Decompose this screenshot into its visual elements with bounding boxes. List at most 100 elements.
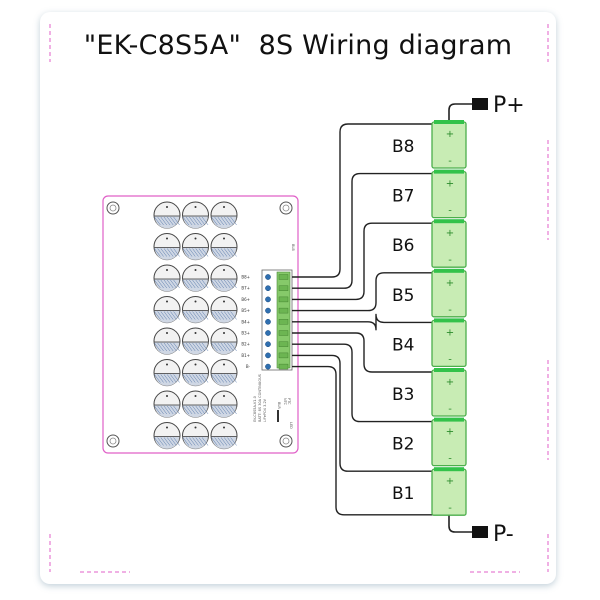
mosfet-hatch [173,248,180,257]
board-mark-blb: BLB [291,244,295,251]
mosfet-hatch [214,437,221,446]
mosfet-hatch [182,216,190,226]
mosfet-hatch [195,342,202,352]
mosfet-hatch [189,311,196,320]
mosfet-hatch [217,279,225,289]
mosfet-hatch [230,374,237,383]
mosfet-hatch [198,311,206,320]
cell-terminal-strip [434,219,464,224]
mosfet-hatch [220,216,228,226]
mosfet-hatch [227,342,234,352]
mosfet-shade [182,278,209,292]
mosfet-hatch [220,248,228,257]
mosfet-dot [166,206,168,208]
mosfet-hatch [211,342,218,352]
mosfet-hatch [154,437,161,446]
mosfet-hatch [195,405,202,415]
mosfet-hatch [211,216,218,226]
cell-plus: + [446,327,454,338]
mosfet-hatch [230,437,237,446]
mosfet-hatch [223,311,231,320]
mosfet-hatch [230,311,237,320]
mosfet-hatch [163,342,171,352]
mount-hole [279,201,293,215]
pin-pad [265,330,271,336]
cell-label-b3: B3 [392,385,414,405]
mosfet-hatch [166,437,174,446]
mosfet-hatch [192,437,199,446]
mosfet-hatch [223,279,231,289]
mosfet-hatch [214,342,221,352]
mosfet-hatch [163,279,171,289]
cell-label-b5: B5 [392,286,414,306]
mosfet-hatch [230,248,237,257]
mosfet-hatch [160,374,168,383]
mosfet-hatch [160,405,168,415]
mosfet-hatch [192,342,199,352]
mosfet-shade [182,341,209,355]
cell-terminal-strip [434,318,464,323]
pin-label: B4+ [241,319,250,324]
cell-terminal-strip [434,467,464,472]
mosfet-hatch [173,437,180,446]
mosfet-dot [223,206,225,208]
cell-minus: - [448,454,452,465]
mosfet-dot [223,332,225,334]
pin-label: B8+ [241,275,250,280]
mosfet-hatch [170,437,177,446]
mosfet-hatch [220,311,228,320]
cell-label-b1: B1 [392,484,414,504]
pin-pad [265,296,271,303]
mosfet-hatch [157,216,164,226]
mosfet-hatch [157,248,164,257]
pin-slot [278,319,289,325]
mosfet-hatch [173,216,180,226]
balance-wire-b4negpos [292,313,434,331]
mosfet-hatch [223,374,231,383]
cell-minus: - [448,503,452,514]
mosfet-dot [223,395,225,397]
mosfet-hatch [227,279,234,289]
mosfet-hatch [185,279,193,289]
mosfet-hatch [182,437,190,446]
mosfet-dot [166,426,168,429]
mosfet-hatch [192,374,199,383]
terminal-block-icon [472,526,488,538]
cell-label-b2: B2 [392,435,414,455]
mosfet-dot [166,237,168,240]
mosfet-hatch [189,248,196,257]
cell-plus: + [446,278,454,289]
mosfet-hatch [201,216,209,226]
pin-pad [265,352,271,359]
mosfet-hatch [163,374,171,383]
cell-minus: - [448,206,452,217]
mosfet-hatch [198,342,206,352]
mosfet-hatch [211,248,218,257]
mosfet-hatch [189,216,196,226]
mount-hole [106,434,120,448]
mosfet-shade [182,436,209,450]
cell-label-b4: B4 [392,335,414,355]
mosfet-hatch [217,405,225,415]
board-info-2: BATT: 8S 30A CONTINUOUS [258,373,262,422]
mosfet-hatch [182,374,190,383]
mosfet-hatch [160,437,168,446]
balance-wire-b5negpos [292,272,434,312]
mosfet-hatch [173,405,180,415]
mosfet-hatch [198,248,206,257]
cell-plus: + [446,377,454,388]
mosfet-hatch [160,216,168,226]
mosfet-hatch [166,342,174,352]
mosfet-hatch [189,405,196,415]
balance-wire-b3negpos [292,332,434,373]
board-outline [102,195,299,454]
mosfet-hatch [170,248,177,257]
mosfet-hatch [201,248,209,257]
mosfet-hatch [157,405,164,415]
pin-label: B6+ [241,297,250,302]
mosfet-hatch [189,342,196,352]
mosfet-hatch [211,437,218,446]
mosfet-hatch [195,374,202,383]
mosfet-hatch [195,279,202,289]
